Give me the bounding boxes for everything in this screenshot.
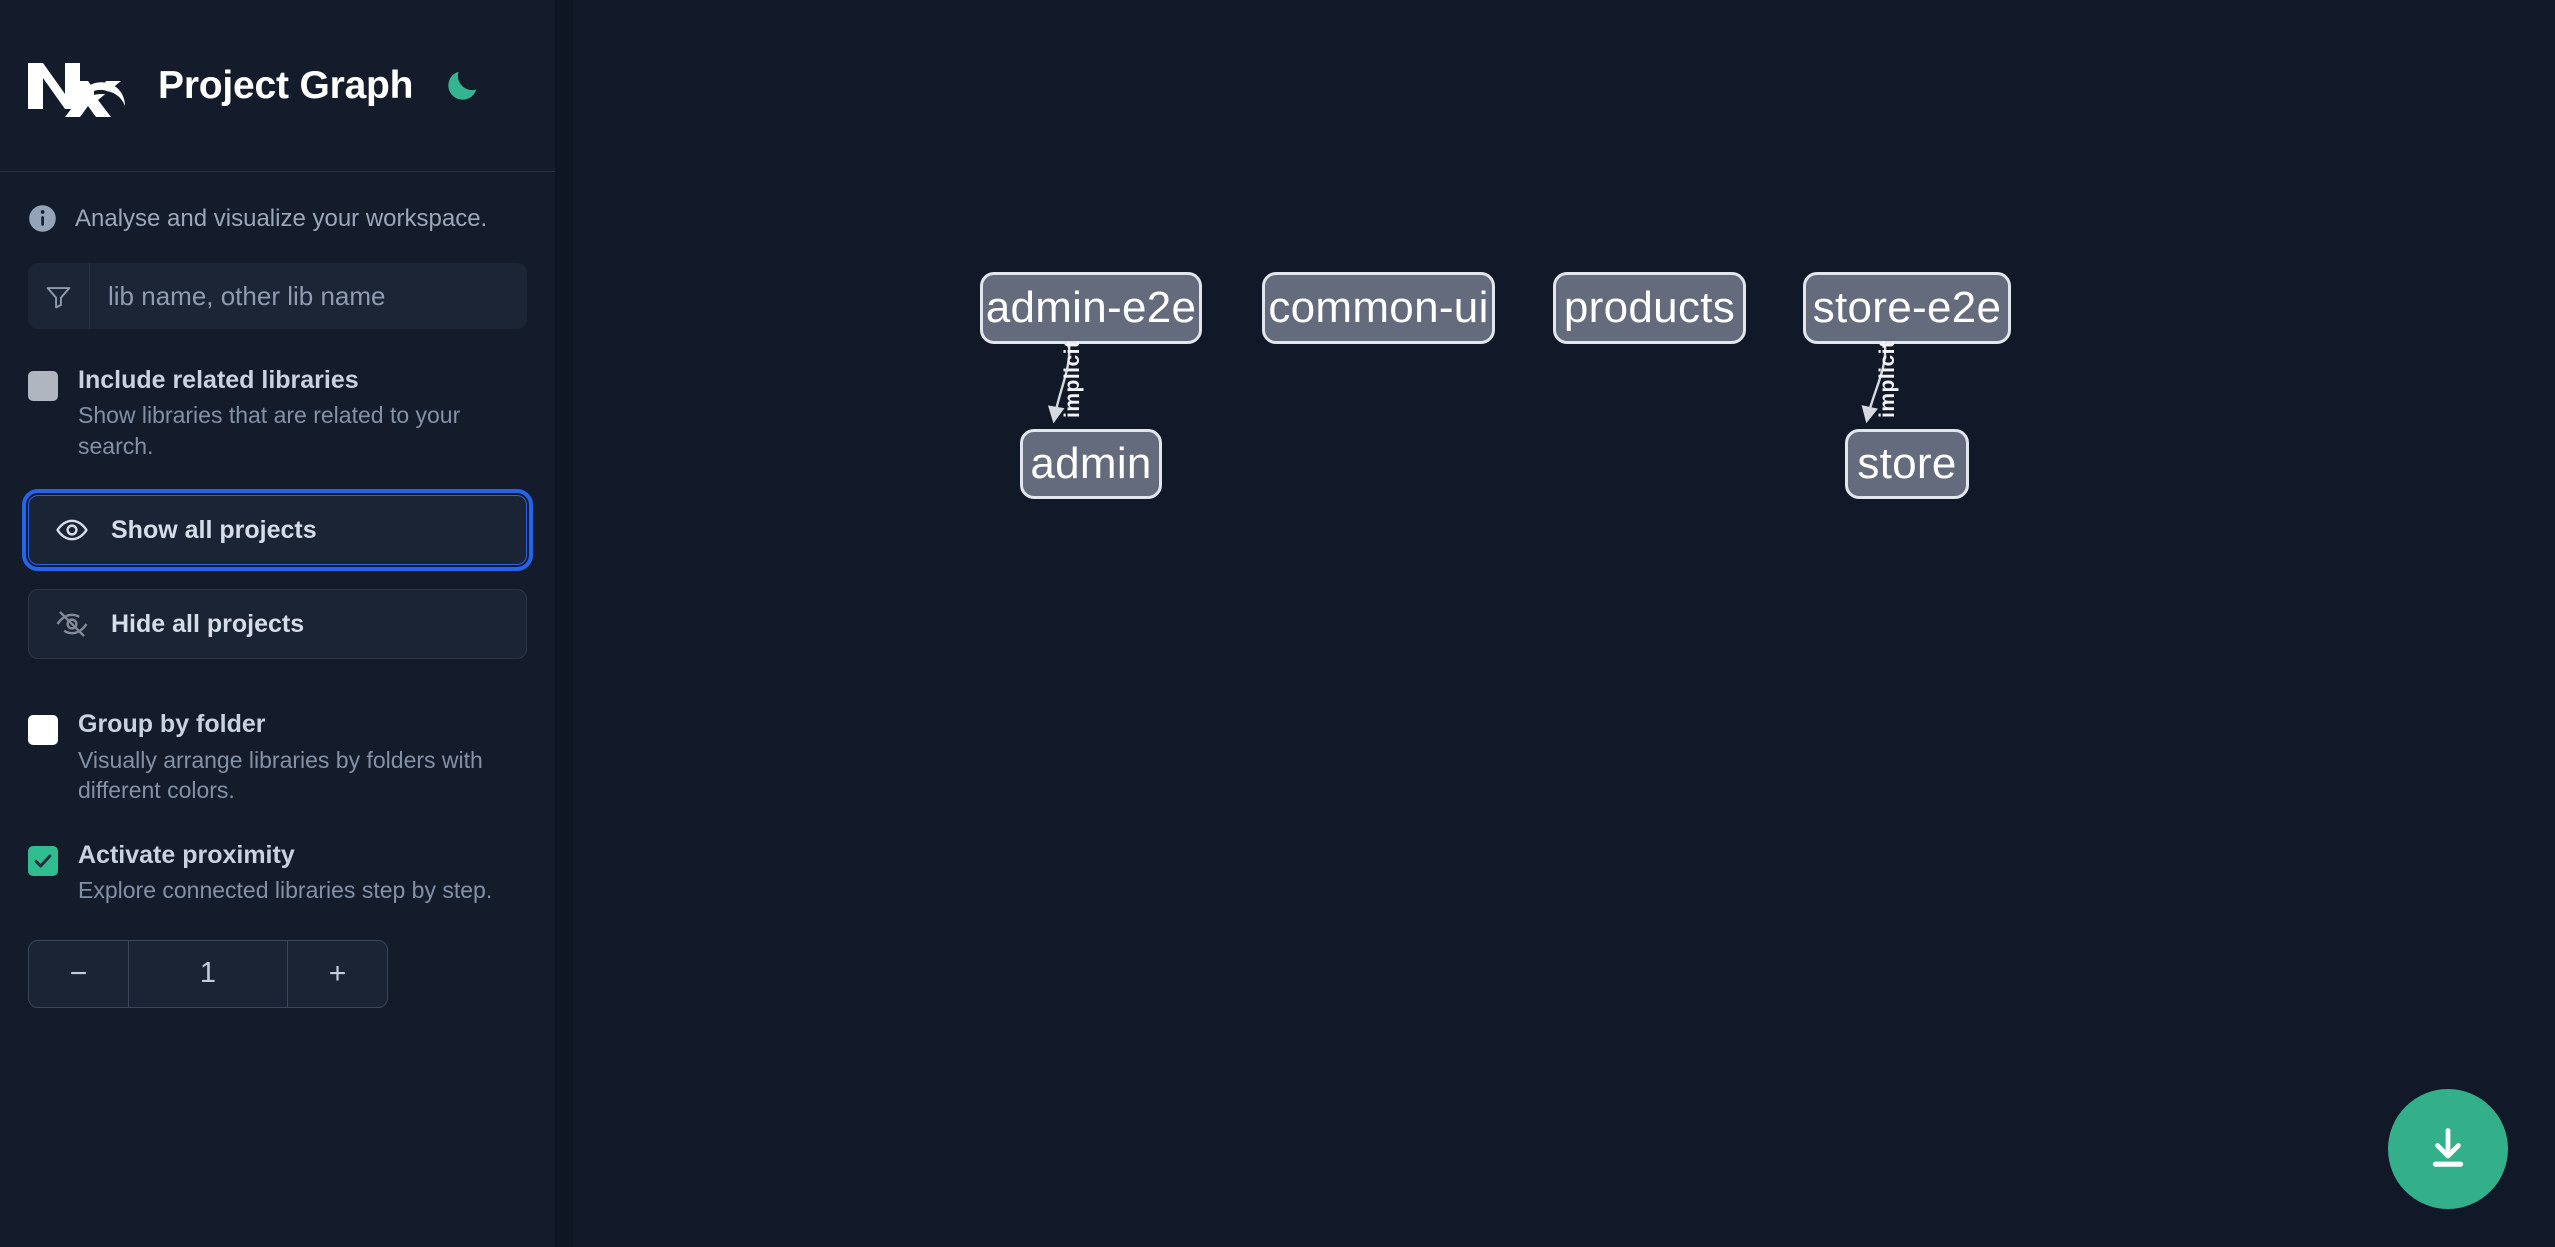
download-button[interactable] [2388,1089,2508,1209]
proximity-decrement-button[interactable]: − [29,940,129,1007]
download-icon [2432,1128,2464,1167]
graph-node-label: admin-e2e [985,283,1197,332]
hide-all-projects-button[interactable]: Hide all projects [28,589,527,660]
graph-node-admin-e2e[interactable]: admin-e2e [980,272,1202,344]
edge-label-admin-e2e-to-admin: implicit [1061,340,1084,418]
option-activate-proximity[interactable]: Activate proximity Explore connected lib… [28,840,527,906]
sidebar-header: Project Graph [0,0,555,172]
option-description: Show libraries that are related to your … [78,402,461,459]
graph-node-common-ui[interactable]: common-ui [1262,272,1495,344]
check-icon [34,854,52,868]
graph-edges [1047,344,1887,424]
eye-off-icon [55,607,89,641]
option-description: Explore connected libraries step by step… [78,877,493,904]
proximity-value: 1 [199,957,217,990]
show-all-projects-label: Show all projects [111,515,317,544]
checkbox-include-related-libraries[interactable] [28,371,58,401]
graph-node-label: store-e2e [1812,283,2002,332]
option-group-by-folder[interactable]: Group by folder Visually arrange librari… [28,709,527,805]
page-title: Project Graph [158,63,414,107]
option-title: Activate proximity [78,840,295,869]
graph-node-store-e2e[interactable]: store-e2e [1803,272,2011,344]
graph-node-label: products [1563,283,1736,332]
graph-node-label: admin [1030,439,1152,488]
option-title: Include related libraries [78,366,359,394]
graph-node-store[interactable]: store [1845,429,1969,499]
proximity-increment-button[interactable]: + [287,940,387,1007]
workspace-note-text: Analyse and visualize your workspace. [75,204,488,232]
proximity-stepper: − 1 + [28,939,388,1008]
option-description: Visually arrange libraries by folders wi… [78,746,483,804]
hide-all-projects-label: Hide all projects [111,609,305,638]
option-include-related-libraries[interactable]: Include related libraries Show libraries… [28,365,527,461]
graph-node-admin[interactable]: admin [1020,429,1162,499]
graph-node-label: common-ui [1268,283,1489,332]
sidebar-body: Include related libraries Show libraries… [0,263,555,1008]
graph-canvas[interactable]: admin-e2e common-ui products store-e2e a… [573,0,2555,1247]
workspace-note: Analyse and visualize your workspace. [0,172,555,263]
show-all-projects-button[interactable]: Show all projects [22,489,533,572]
edge-label-store-e2e-to-store: implicit [1876,340,1899,418]
spacer [28,683,527,709]
filter-row [28,263,527,329]
nx-logo-icon [28,55,126,117]
info-icon [28,204,57,233]
option-title: Group by folder [78,710,266,739]
graph-node-products[interactable]: products [1553,272,1746,344]
moon-icon[interactable] [439,63,485,109]
sidebar: Project Graph Analyse and visualize your… [0,0,555,1247]
filter-funnel-icon [28,263,90,329]
eye-icon [55,513,89,547]
checkbox-activate-proximity[interactable] [28,845,58,876]
checkbox-group-by-folder[interactable] [28,715,58,746]
search-input[interactable] [90,263,527,329]
graph-node-label: store [1857,439,1957,488]
